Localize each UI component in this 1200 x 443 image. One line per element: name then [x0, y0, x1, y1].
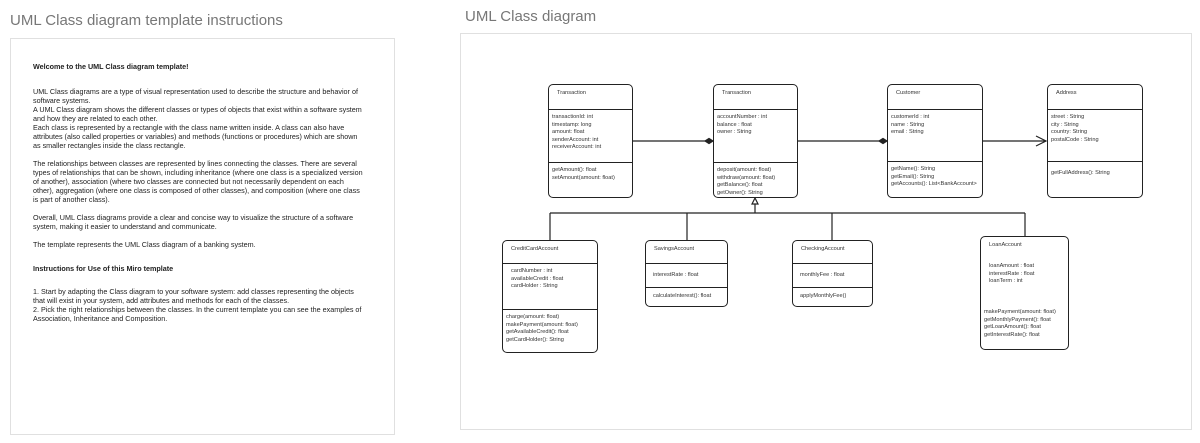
attribute: balance : float	[717, 121, 752, 128]
methods-section: deposit(amount: float)withdraw(amount: f…	[714, 162, 797, 201]
attribute: postalCode : String	[1051, 136, 1099, 143]
step: 1. Start by adapting the Class diagram t…	[33, 287, 354, 305]
method: getAmount(): float	[552, 167, 597, 173]
attribute: monthlyFee : float	[800, 272, 845, 278]
attribute: interestRate : float	[989, 270, 1035, 277]
paragraph: Each class is represented by a rectangle…	[33, 123, 358, 150]
attribute: country: String	[1051, 129, 1088, 136]
instructions-panel	[10, 38, 395, 435]
attribute: email : String	[891, 129, 924, 136]
class-name: Address	[1056, 90, 1077, 96]
attribute: transactionId: int	[552, 114, 594, 120]
method: getName(): String	[891, 166, 936, 172]
methods-section: charge(amount: float)makePayment(amount:…	[503, 309, 597, 348]
class-name: SavingsAccount	[654, 246, 695, 252]
methods-section: applyMonthlyFee()	[793, 287, 872, 305]
attribute: receiverAccount: int	[552, 144, 602, 151]
composition-diamond	[703, 137, 715, 145]
attribute: name : String	[891, 121, 925, 128]
method: calculateInterest(): float	[653, 293, 712, 299]
method: makePayment(amount: float)	[506, 321, 578, 328]
class-name: LoanAccount	[989, 242, 1022, 248]
attribute: availableCredit : float	[511, 275, 564, 282]
association-arrowhead	[1035, 135, 1048, 147]
method: getInterestRate(): float	[984, 331, 1040, 338]
instructions-heading: Instructions for Use of this Miro templa…	[33, 264, 174, 273]
attribute: interestRate : float	[653, 272, 699, 278]
method: deposit(amount: float)	[717, 167, 772, 173]
attribute: owner : String	[717, 129, 752, 136]
method: getAvailableCredit(): float	[506, 329, 569, 336]
attribute: senderAccount: int	[552, 136, 599, 143]
method: getFullAddress(): String	[1051, 170, 1110, 176]
method: getOwner(): String	[717, 189, 763, 196]
methods-section: getFullAddress(): String	[1048, 161, 1142, 182]
diagram-title: UML Class diagram	[465, 8, 597, 25]
attribute: loanTerm : int	[989, 278, 1023, 285]
paragraph: Overall, UML Class diagrams provide a cl…	[33, 213, 354, 231]
instructions-title: UML Class diagram template instructions	[10, 12, 283, 29]
method: withdraw(amount: float)	[717, 174, 776, 181]
class-name: Transaction	[557, 90, 587, 96]
method: getEmail(): String	[891, 173, 935, 180]
method: makePayment(amount: float)	[984, 309, 1056, 315]
attribute: accountNumber : int	[717, 114, 768, 120]
class-name: Transaction	[722, 90, 752, 96]
attribute: cardNumber : int	[511, 268, 553, 274]
composition-diamond	[877, 137, 889, 145]
welcome-heading: Welcome to the UML Class diagram templat…	[33, 62, 189, 71]
instructions-text: Welcome to the UML Class diagram templat…	[33, 62, 363, 332]
attribute: timestamp: long	[552, 121, 592, 128]
paragraph: The relationships between classes are re…	[33, 159, 363, 204]
attribute: customerId : int	[891, 114, 930, 120]
method: charge(amount: float)	[506, 314, 560, 320]
attribute: street : String	[1051, 114, 1085, 120]
attributes-section: monthlyFee : float	[793, 263, 872, 287]
method: applyMonthlyFee()	[800, 293, 847, 299]
class-box-savingsaccount[interactable]: SavingsAccount interestRate : float calcul…	[645, 240, 728, 307]
method: getCardHolder(): String	[506, 336, 564, 343]
methods-section: makePayment(amount: float)getMonthlyPaym…	[981, 305, 1068, 343]
attributes-section: interestRate : float	[646, 263, 727, 287]
class-box-checkingaccount[interactable]: CheckingAccount monthlyFee : float applyMo…	[792, 240, 873, 307]
paragraph: A UML Class diagram shows the different …	[33, 105, 362, 123]
class-name: CheckingAccount	[801, 246, 845, 252]
method: setAmount(amount: float)	[552, 174, 615, 181]
method: getMonthlyPayment(): float	[984, 316, 1051, 323]
attribute: loanAmount : float	[989, 263, 1035, 269]
paragraph: UML Class diagrams are a type of visual …	[33, 87, 358, 105]
paragraph: The template represents the UML Class di…	[33, 240, 256, 249]
methods-section: calculateInterest(): float	[646, 287, 727, 305]
attribute: amount: float	[552, 129, 585, 136]
attribute: cardHolder : String	[511, 283, 558, 290]
method: getAccounts(): List<BankAccount>	[891, 181, 977, 188]
method: getBalance(): float	[717, 182, 763, 189]
class-name: Customer	[896, 90, 921, 96]
class-name: CreditCardAccount	[511, 246, 559, 252]
attribute: city : String	[1051, 121, 1079, 128]
step: 2. Pick the right relationships between …	[33, 305, 362, 323]
method: getLoanAmount(): float	[984, 324, 1041, 331]
